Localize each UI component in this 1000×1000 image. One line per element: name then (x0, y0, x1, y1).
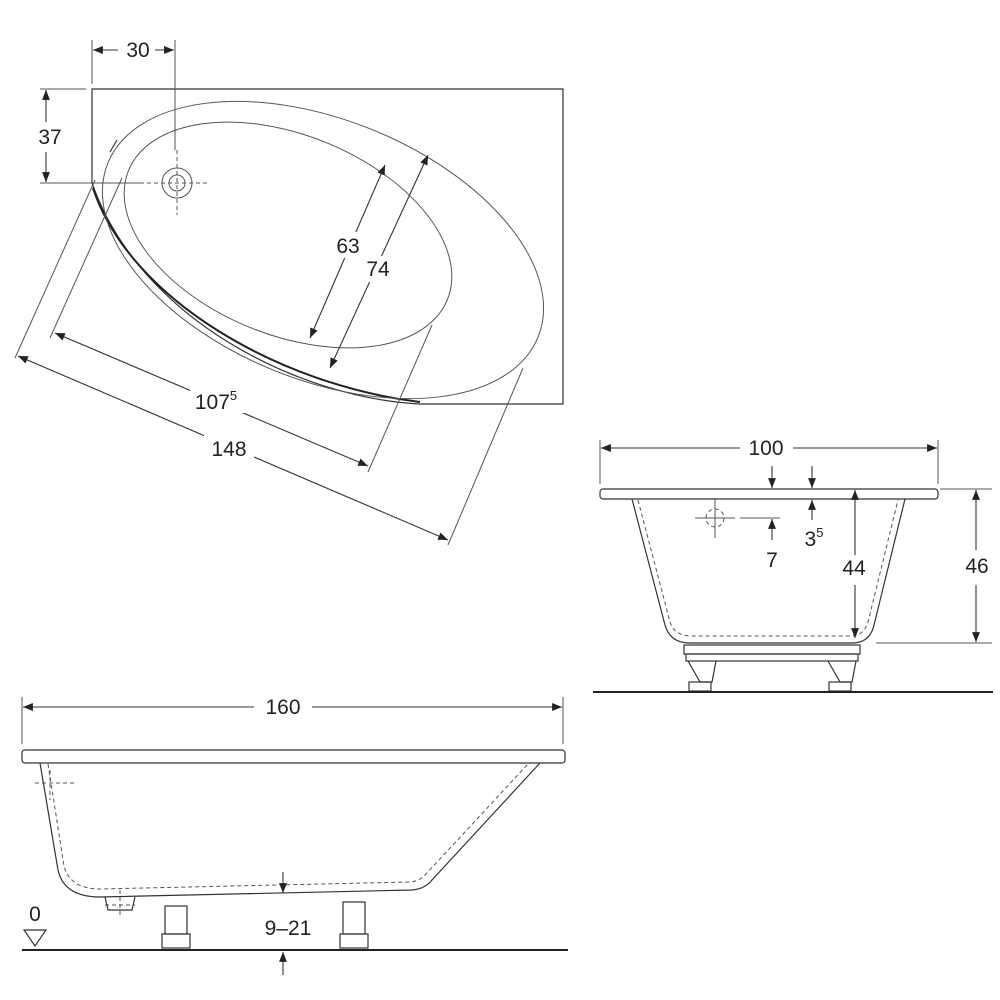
overflow-marker (35, 770, 75, 800)
svg-text:35: 35 (805, 525, 824, 551)
svg-text:37: 37 (38, 126, 61, 149)
tub-body-front (39, 762, 541, 898)
dim-inner-width: 63 (309, 164, 386, 339)
floor-level-marker: 0 (22, 903, 48, 948)
front-view: 160 0 9–21 (21, 696, 568, 975)
svg-text:100: 100 (748, 437, 783, 460)
side-view: 100 7 35 44 46 (593, 437, 993, 693)
tub-body-side (631, 498, 906, 644)
bowl-outline (123, 121, 453, 349)
dim-overflow: 7 (766, 466, 778, 572)
svg-text:30: 30 (126, 39, 149, 62)
support-foot-left (687, 660, 717, 692)
dim-feet-range: 9–21 (265, 872, 312, 975)
tub-outline-top (91, 88, 564, 405)
svg-text:63: 63 (336, 235, 359, 258)
dim-width: 100 (599, 437, 939, 484)
rim-outline (101, 100, 545, 400)
overflow-icon (109, 139, 118, 153)
svg-text:44: 44 (842, 557, 866, 580)
dim-length: 160 (21, 696, 564, 744)
base-plate (683, 644, 861, 655)
drain-icon (140, 150, 210, 215)
rim (599, 488, 939, 500)
dim-outer-width: 74 (329, 154, 429, 369)
dim-inner-depth: 44 (842, 490, 866, 638)
extension-lines (14, 177, 524, 546)
dim-rim: 35 (805, 466, 824, 551)
level-triangle-icon (22, 929, 48, 948)
svg-text:7: 7 (766, 549, 778, 572)
drain-marker (105, 890, 135, 918)
support-foot-right (827, 660, 857, 692)
support-foot-left (161, 905, 191, 949)
svg-text:160: 160 (265, 696, 300, 719)
svg-text:9–21: 9–21 (265, 917, 312, 940)
overflow-icon (695, 498, 780, 538)
dim-drain-y: 37 (38, 88, 140, 184)
dim-total-height: 46 (876, 488, 992, 644)
svg-text:74: 74 (366, 258, 390, 281)
support-foot-right (339, 901, 369, 949)
dim-outer-length: 148 (17, 355, 449, 541)
svg-text:46: 46 (965, 555, 988, 578)
rim (21, 749, 566, 764)
top-view: 30 37 63 74 1075 (14, 39, 564, 546)
svg-text:148: 148 (211, 438, 246, 461)
svg-text:0: 0 (29, 903, 41, 926)
dim-drain-x: 30 (91, 39, 176, 150)
